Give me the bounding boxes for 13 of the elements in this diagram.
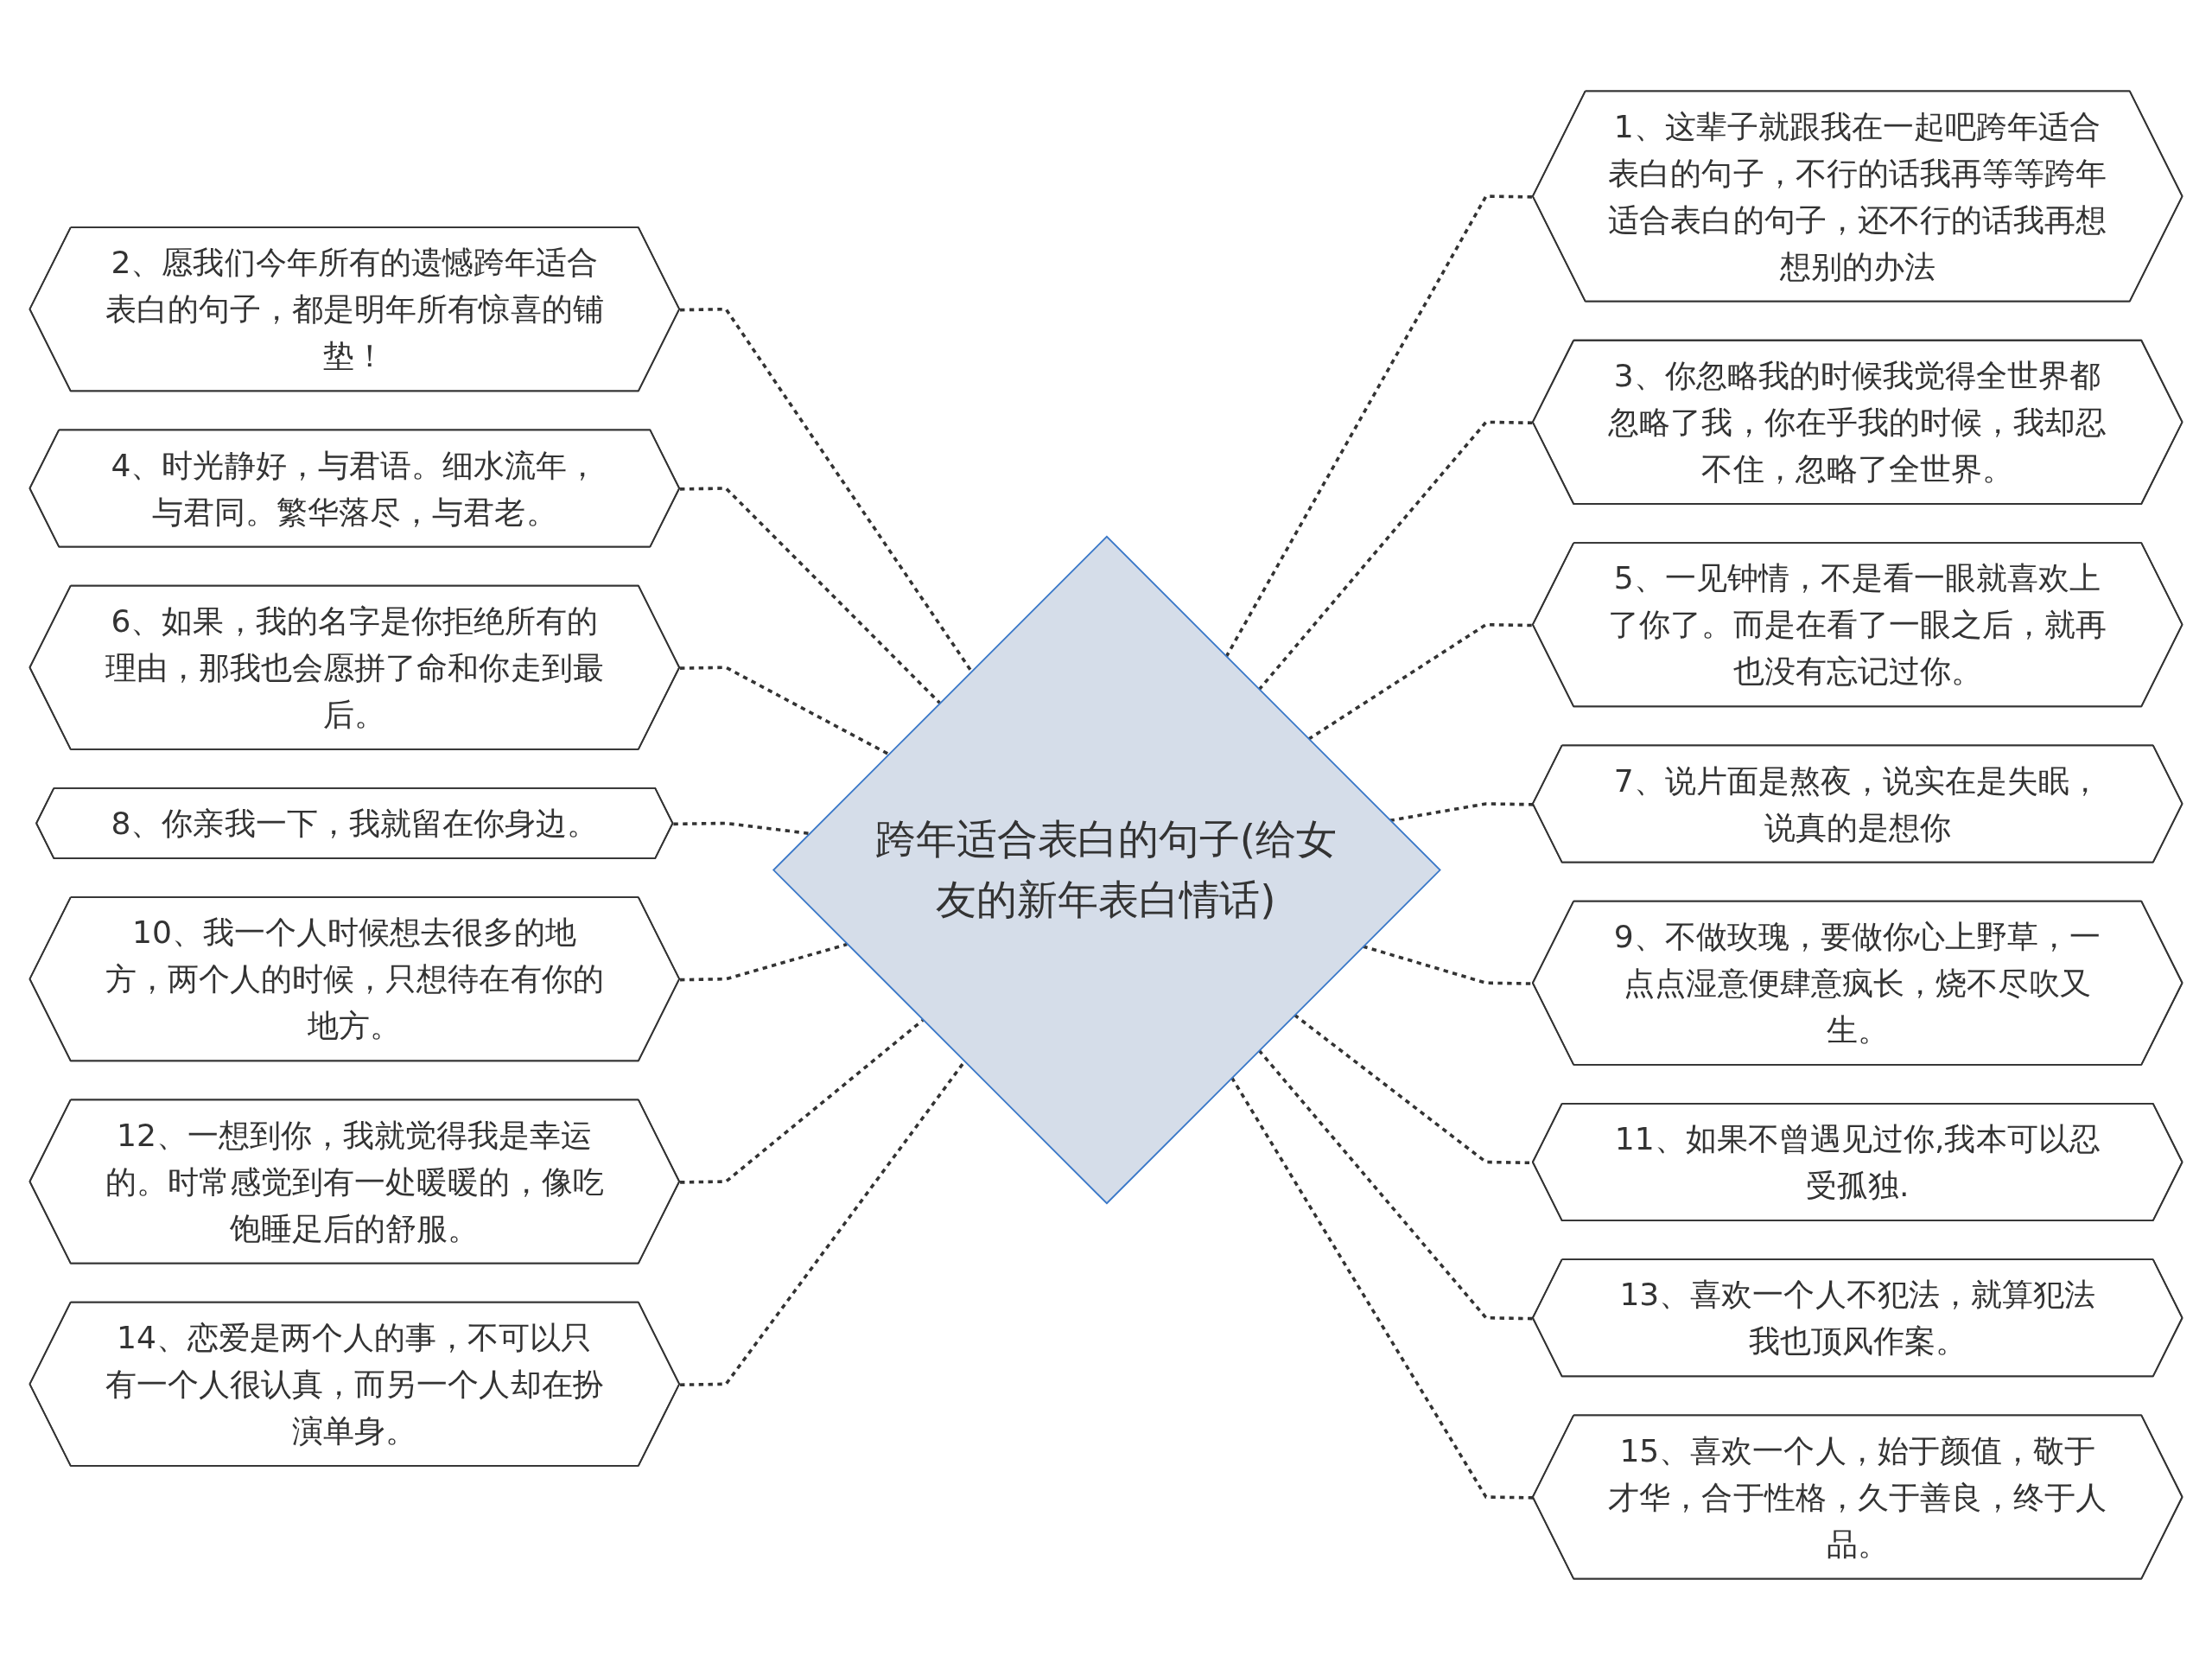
connector [680, 1018, 925, 1184]
connector [680, 486, 941, 704]
connector [680, 942, 848, 981]
connector [1224, 194, 1534, 658]
connector [1389, 801, 1534, 822]
connector [1257, 1048, 1534, 1320]
connector [1257, 420, 1534, 691]
connector [673, 821, 810, 835]
connector [680, 307, 973, 672]
node-diamond: 跨年适合表白的句子(给女友的新年表白情话) [772, 535, 1441, 1205]
connector [1307, 622, 1534, 741]
connector [1230, 1076, 1534, 1500]
connector [680, 665, 890, 755]
